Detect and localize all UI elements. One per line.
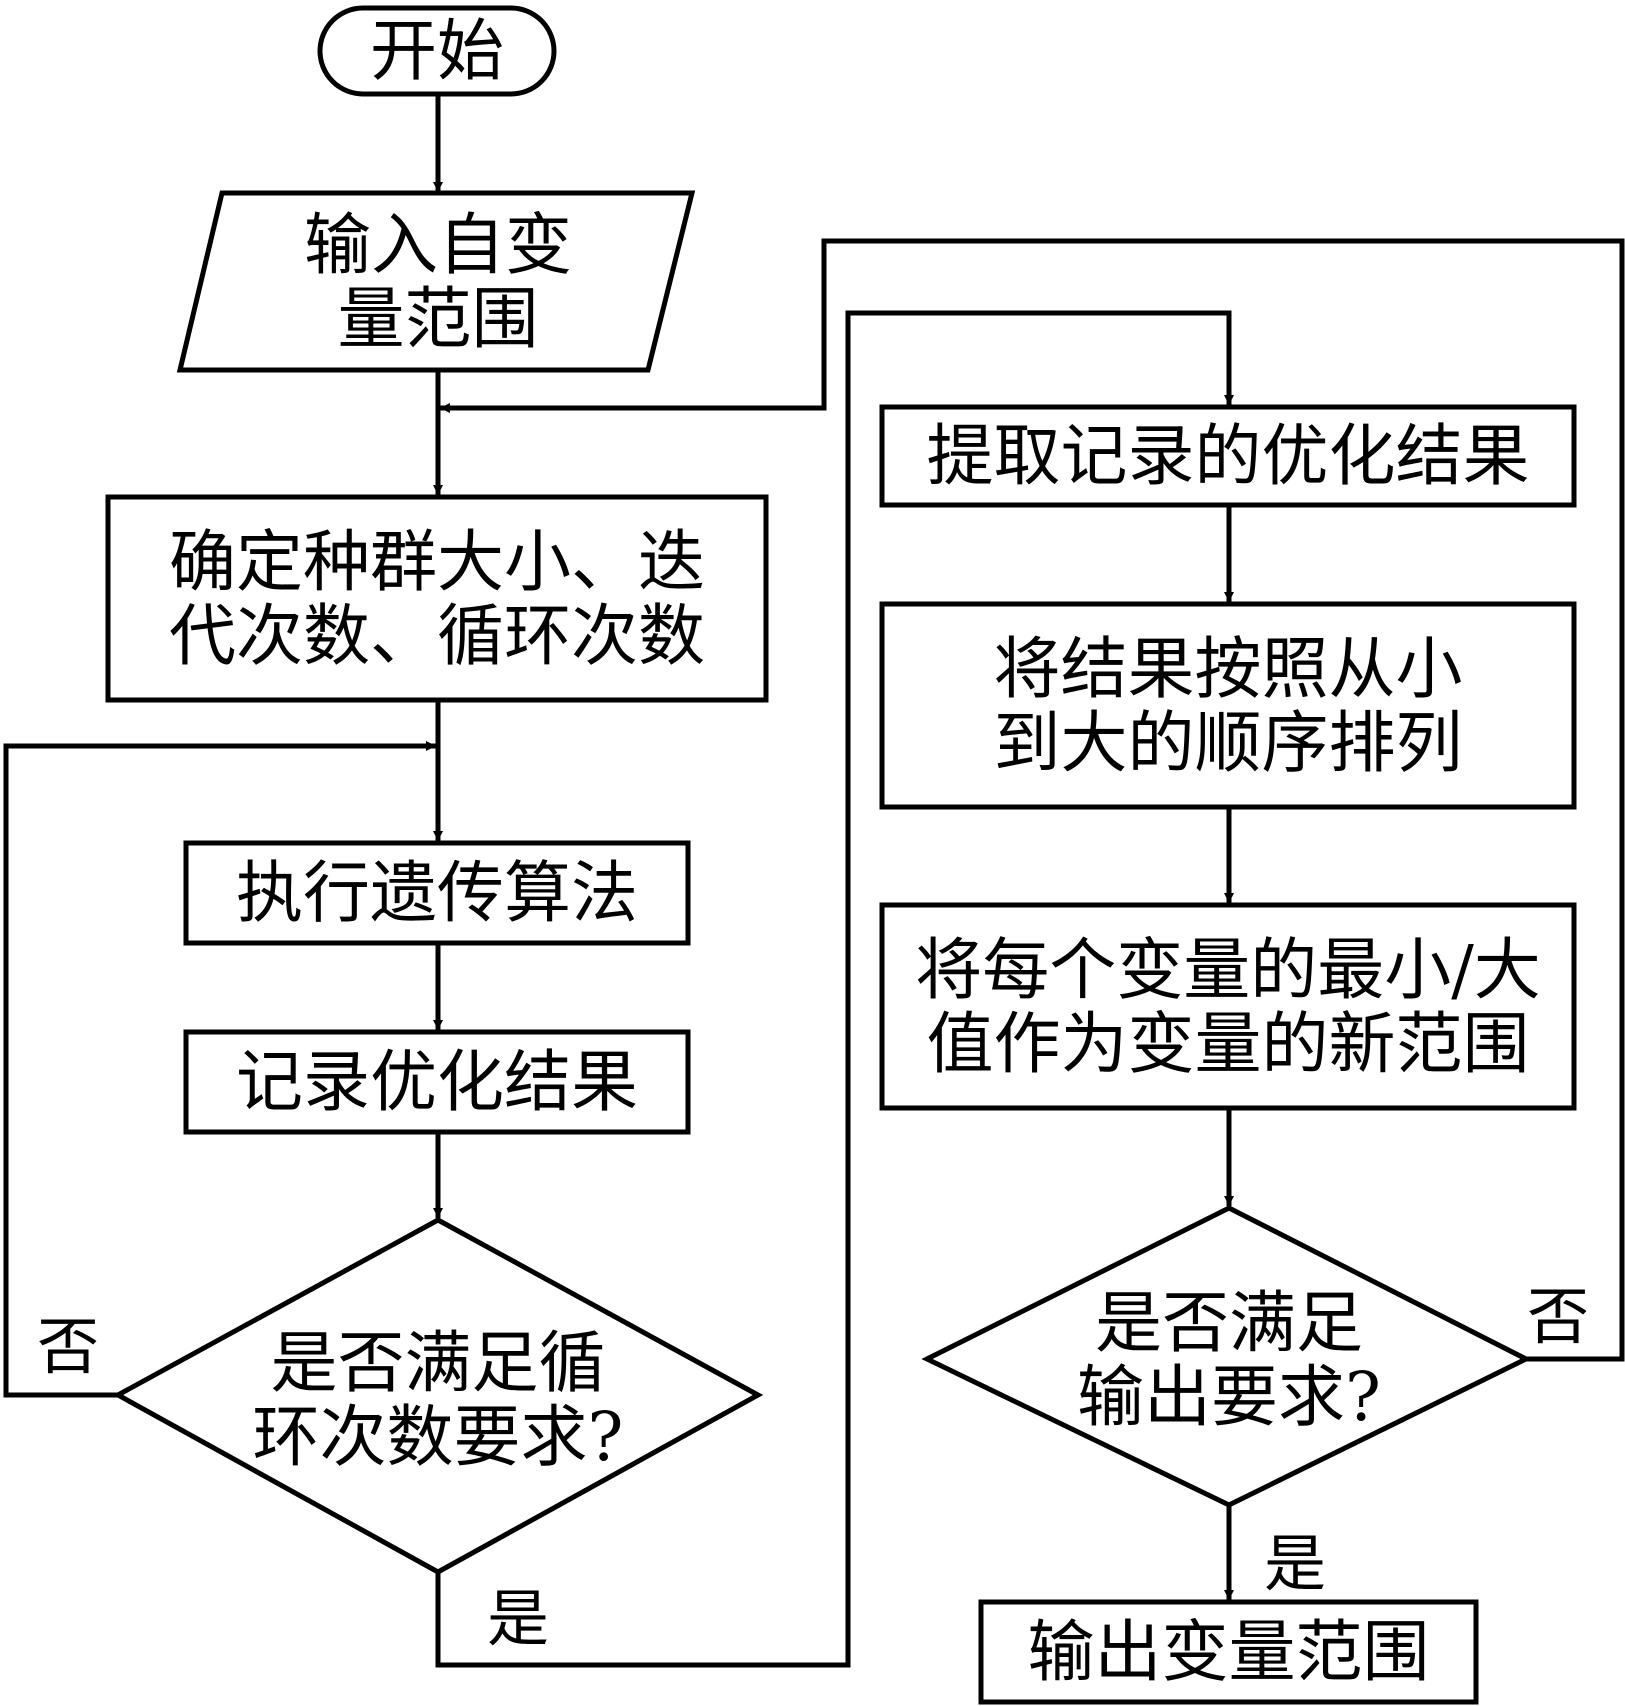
- output-check-line-2: 输出要求?: [1077, 1358, 1381, 1436]
- sort-results-box: [879, 601, 1577, 810]
- run-ga-box: [183, 840, 691, 946]
- extract-results-text: 提取记录的优化结果: [926, 417, 1530, 495]
- sort-results-label: 将结果按照从小 到大的顺序排列: [882, 604, 1574, 807]
- loop-no-label: 否: [28, 1310, 108, 1384]
- edge-output-no: [440, 238, 1625, 1362]
- loop-no-text: 否: [36, 1310, 99, 1383]
- set-params-box: [105, 494, 769, 703]
- record-results-text: 记录优化结果: [236, 1043, 638, 1121]
- run-ga-label: 执行遗传算法: [186, 843, 688, 943]
- output-check-label: 是否满足 输出要求?: [1039, 1285, 1419, 1435]
- output-no-label: 否: [1518, 1280, 1598, 1354]
- edge-loop-no: [3, 741, 436, 1398]
- input-range-parallelogram: [176, 190, 696, 373]
- loop-check-line-1: 是否满足循: [270, 1324, 606, 1402]
- output-yes-text: 是: [1263, 1527, 1326, 1600]
- record-results-label: 记录优化结果: [186, 1032, 688, 1132]
- edge-loop-yes: [435, 310, 1234, 1668]
- output-check-line-1: 是否满足: [1095, 1284, 1363, 1362]
- sort-results-line-1: 将结果按照从小: [993, 629, 1463, 708]
- output-yes-label: 是: [1255, 1527, 1335, 1601]
- input-range-label: 输入自变 量范围: [200, 200, 676, 364]
- loop-yes-text: 是: [486, 1582, 549, 1655]
- run-ga-text: 执行遗传算法: [236, 854, 638, 932]
- input-range-line-2: 量范围: [337, 280, 539, 358]
- loop-check-label: 是否满足循 环次数要求?: [218, 1325, 658, 1475]
- start-text: 开始: [370, 12, 504, 90]
- output-no-text: 否: [1526, 1280, 1589, 1353]
- set-params-line-2: 代次数、循环次数: [169, 596, 705, 675]
- output-range-label: 输出变量范围: [981, 1602, 1476, 1702]
- record-results-box: [183, 1029, 691, 1135]
- sort-results-line-2: 到大的顺序排列: [993, 703, 1463, 782]
- set-params-line-1: 确定种群大小、迭: [169, 522, 705, 601]
- new-range-label: 将每个变量的最小/大 值作为变量的新范围: [882, 905, 1574, 1108]
- extract-results-label: 提取记录的优化结果: [882, 407, 1574, 505]
- output-range-text: 输出变量范围: [1027, 1613, 1430, 1691]
- new-range-line-1: 将每个变量的最小/大: [915, 930, 1541, 1009]
- start-label: 开始: [320, 8, 554, 94]
- set-params-label: 确定种群大小、迭 代次数、循环次数: [108, 497, 766, 700]
- loop-check-line-2: 环次数要求?: [252, 1398, 624, 1476]
- loop-yes-label: 是: [478, 1582, 558, 1656]
- new-range-line-2: 值作为变量的新范围: [926, 1004, 1530, 1083]
- input-range-line-1: 输入自变: [304, 206, 572, 284]
- output-range-box: [978, 1599, 1479, 1705]
